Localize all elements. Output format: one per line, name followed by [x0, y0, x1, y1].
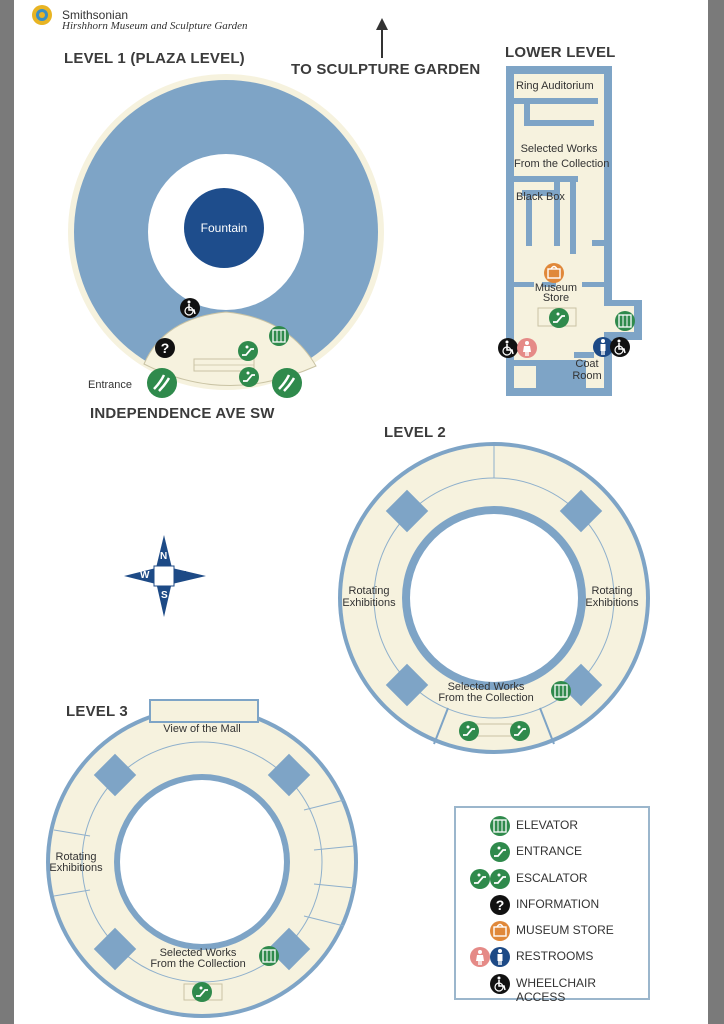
level3-plan: [46, 699, 358, 1018]
level1-plan: [68, 74, 384, 400]
museum-store-line2: Store: [542, 292, 570, 304]
level2-rotating-left-line2: Exhibitions: [342, 597, 396, 609]
compass-n: N: [160, 551, 168, 562]
level3-rotating-line1: Rotating: [55, 851, 97, 863]
compass-s: S: [161, 590, 168, 601]
museum-store-icon: [489, 920, 511, 942]
elevator-icon: [489, 815, 511, 837]
legend-restrooms: RESTROOMS: [516, 949, 594, 963]
smithsonian-logo: [32, 5, 52, 25]
compass-e: E: [180, 570, 187, 581]
to-sculpture-garden-label: TO SCULPTURE GARDEN: [291, 61, 481, 78]
selected-works-lower-line2: From the Collection: [514, 158, 610, 170]
black-box-label: Black Box: [516, 191, 565, 203]
wheelchair-icon: [489, 973, 511, 995]
level2-rotating-left-line1: Rotating: [348, 585, 390, 597]
north-arrow: [376, 18, 388, 58]
selected-works-lower-line1: Selected Works: [520, 143, 598, 155]
compass-rose: [124, 535, 206, 617]
compass-w: W: [140, 570, 150, 581]
fountain-label: Fountain: [200, 221, 248, 235]
level2-selected-works-line1: Selected Works: [447, 681, 525, 693]
museum-name: Hirshhorn Museum and Sculpture Garden: [62, 20, 248, 32]
map-page: ?: [14, 0, 708, 1024]
legend-icons: [469, 815, 511, 995]
level2-title: LEVEL 2: [384, 424, 446, 441]
legend-entrance: ENTRANCE: [516, 844, 583, 858]
lower-level-title: LOWER LEVEL: [505, 44, 616, 61]
museum-store-line1: Museum: [534, 282, 578, 294]
restroom-men-icon: [489, 946, 511, 968]
legend-escalator: ESCALATOR: [516, 871, 588, 885]
level3-selected-works-line2: From the Collection: [150, 958, 246, 970]
lower-level-plan: [497, 66, 642, 396]
coat-room-line2: Room: [572, 370, 602, 382]
restroom-women-icon: [469, 946, 491, 968]
level2-rotating-right-line2: Exhibitions: [585, 597, 639, 609]
legend-elevator: ELEVATOR: [516, 818, 579, 832]
escalator-icon: [469, 868, 491, 890]
ring-auditorium-label: Ring Auditorium: [516, 80, 594, 92]
entrance-label: Entrance: [88, 379, 133, 391]
legend-wheelchair-access: WHEELCHAIR ACCESS: [516, 976, 597, 1004]
legend-information: INFORMATION: [516, 897, 600, 911]
level2-selected-works-line2: From the Collection: [438, 692, 534, 704]
view-of-the-mall-label: View of the Mall: [163, 723, 241, 735]
level3-title: LEVEL 3: [66, 703, 128, 720]
escalator-icon: [489, 868, 511, 890]
level3-selected-works-line1: Selected Works: [159, 947, 237, 959]
level2-rotating-right-line1: Rotating: [591, 585, 633, 597]
legend-museum-store: MUSEUM STORE: [516, 923, 614, 937]
level1-title: LEVEL 1 (PLAZA LEVEL): [64, 50, 245, 67]
entrance-icon: [489, 841, 511, 863]
level3-rotating-line2: Exhibitions: [49, 862, 103, 874]
level2-plan: [338, 442, 650, 754]
floor-plan-drawing: ?: [32, 5, 650, 1018]
information-icon: [490, 895, 510, 915]
coat-room-line1: Coat: [575, 358, 599, 370]
legend: ELEVATOR ENTRANCE ESCALATOR INFORMATION …: [454, 806, 650, 1004]
org-name: Smithsonian: [62, 8, 129, 22]
street-label: INDEPENDENCE AVE SW: [90, 405, 275, 422]
